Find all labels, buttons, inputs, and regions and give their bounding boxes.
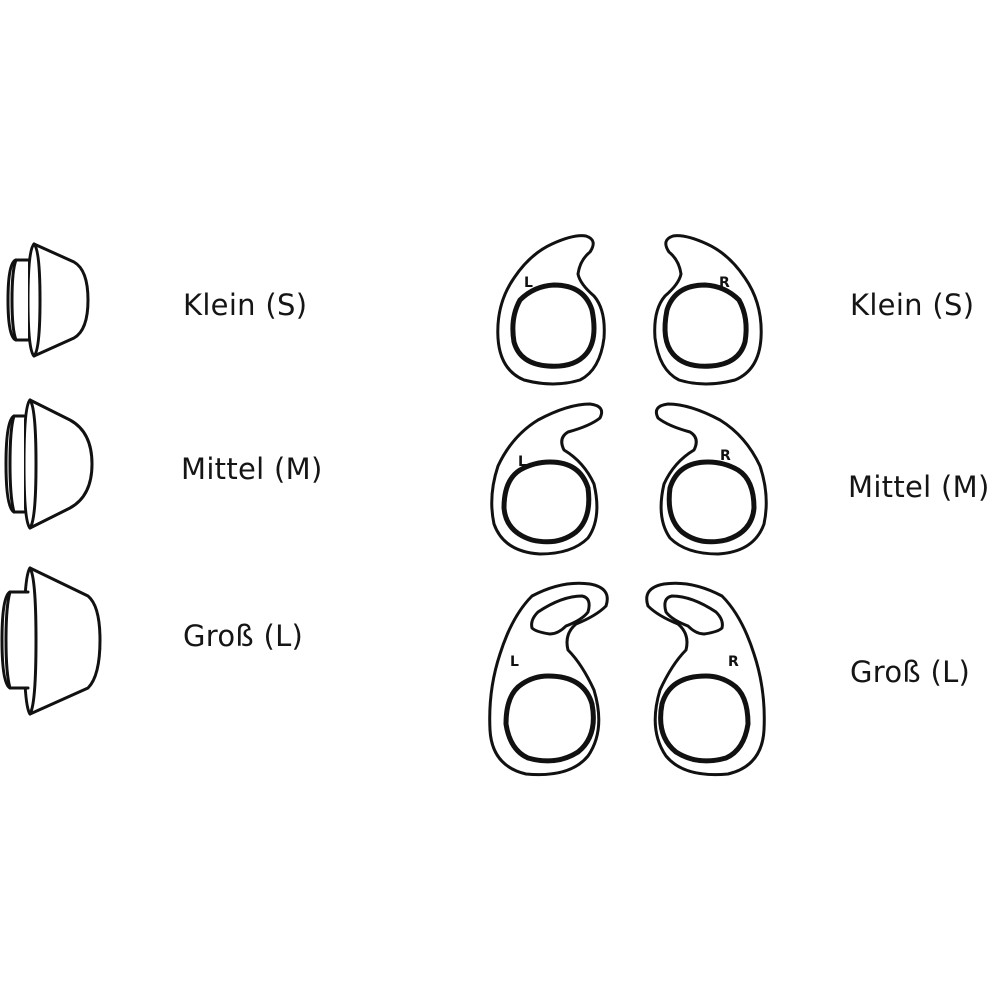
ear-wing-label-medium: Mittel (M)	[848, 470, 990, 504]
ear-tip-label-large: Groß (L)	[183, 619, 304, 653]
ear-wing-label-small: Klein (S)	[850, 288, 975, 322]
ear-wing-medium-right-icon: R	[654, 402, 768, 556]
right-mark: R	[728, 654, 739, 670]
ear-tip-label-small: Klein (S)	[183, 288, 308, 322]
ear-tip-small-icon	[6, 242, 90, 358]
ear-wing-small-left-icon: L	[496, 234, 606, 386]
ear-tip-large-icon	[0, 566, 102, 716]
ear-tip-medium-icon	[4, 398, 94, 530]
ear-wing-medium-left-icon: L	[490, 402, 604, 556]
ear-wing-large-right-icon: R	[645, 581, 766, 777]
left-mark: L	[510, 654, 519, 670]
ear-tip-label-medium: Mittel (M)	[181, 452, 323, 486]
right-mark: R	[720, 448, 731, 464]
ear-wing-large-left-icon: L	[488, 581, 609, 777]
right-mark: R	[719, 275, 730, 291]
ear-wing-small-right-icon: R	[653, 234, 763, 386]
left-mark: L	[518, 454, 527, 470]
left-mark: L	[524, 275, 533, 291]
ear-wing-label-large: Groß (L)	[850, 655, 971, 689]
